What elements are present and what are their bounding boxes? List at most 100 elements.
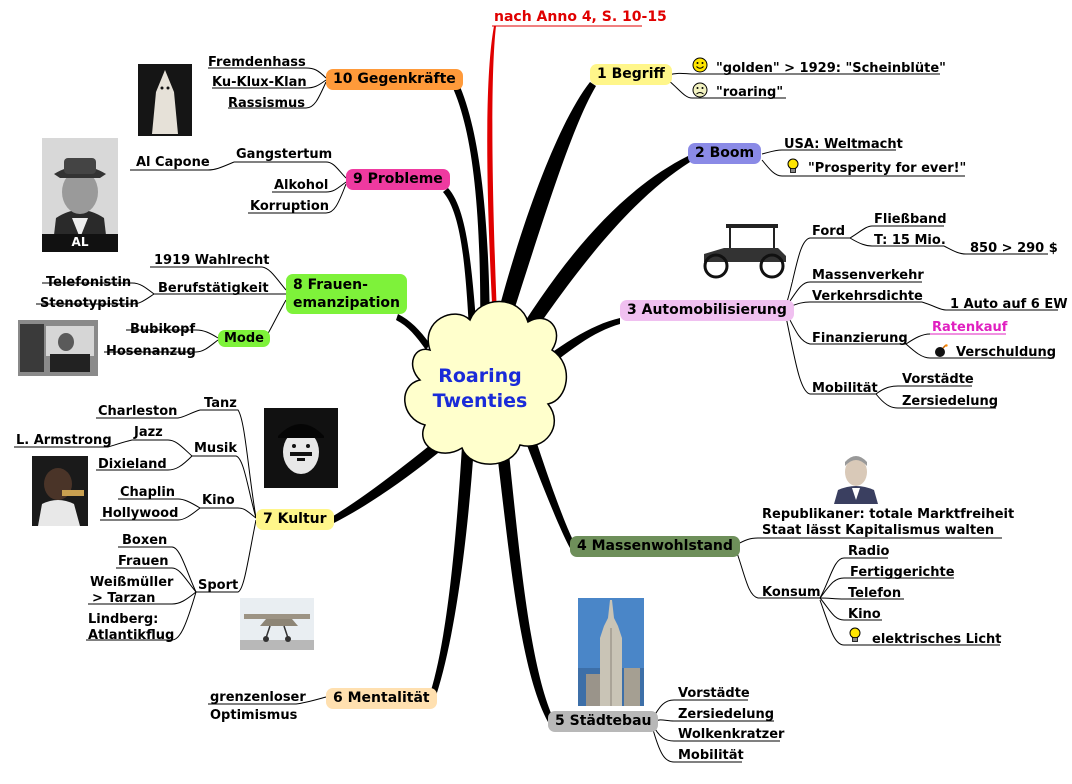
auto-fliessband: Fließband — [874, 212, 947, 227]
mode-hosenanzug: Hosenanzug — [106, 344, 196, 359]
center-line2: Twenties — [432, 390, 528, 412]
branch-1-begriff[interactable]: 1 Begriff — [590, 64, 672, 85]
switchboard-photo — [18, 320, 98, 376]
auto-ratenkauf: Ratenkauf — [932, 320, 1008, 335]
probleme-al-capone: Al Capone — [136, 155, 210, 170]
konsum-telefon: Telefon — [848, 586, 902, 601]
konsum-elektrisches-licht: elektrisches Licht — [872, 632, 1002, 647]
source-note[interactable]: nach Anno 4, S. 10-15 — [494, 9, 667, 25]
konsum-kino: Kino — [848, 607, 881, 622]
branch-begriff — [488, 82, 596, 354]
auto-vorstaedte: Vorstädte — [902, 372, 974, 387]
frown-icon — [692, 82, 708, 98]
probleme-korruption: Korruption — [250, 199, 330, 214]
staedte-mobilitaet: Mobilität — [678, 748, 744, 763]
kultur-tanz: Tanz — [204, 396, 237, 411]
frauen-telefonistin: Telefonistin — [46, 275, 132, 290]
kultur-atlantikflug: Atlantikflug — [88, 628, 175, 643]
branch-mental — [428, 446, 474, 702]
mode-bubikopf: Bubikopf — [130, 322, 196, 337]
boom-weltmacht: USA: Weltmacht — [784, 137, 903, 152]
kultur-lindberg: Lindberg: — [88, 612, 159, 627]
gegen-ku-klux-klan: Ku-Klux-Klan — [212, 75, 307, 90]
frauen-berufstaetigkeit: Berufstätigkeit — [158, 281, 269, 296]
center-line1: Roaring — [438, 365, 522, 387]
republican-portrait-photo — [832, 452, 880, 504]
frauen-label-line2: emanzipation — [293, 295, 400, 311]
connector-lines — [14, 67, 1058, 763]
branch-9-probleme[interactable]: 9 Probleme — [346, 169, 450, 190]
frauen-label-line1: 8 Frauen- — [293, 277, 368, 293]
kultur-tarzan: > Tarzan — [92, 591, 156, 606]
source-note-line — [487, 26, 498, 340]
auto-zersiedelung: Zersiedelung — [902, 394, 999, 409]
mental-optimismus: Optimismus — [210, 708, 298, 723]
konsum-fertiggerichte: Fertiggerichte — [850, 565, 955, 580]
center-topic[interactable]: Roaring Twenties — [400, 364, 560, 414]
branch-staedte — [496, 444, 554, 722]
kultur-hollywood: Hollywood — [102, 506, 179, 521]
al-capone-photo: AL CAPONE — [42, 138, 118, 252]
branch-kultur — [330, 432, 454, 524]
chaplin-photo — [264, 408, 338, 488]
kultur-charleston: Charleston — [98, 404, 178, 419]
ford-car-photo — [696, 218, 792, 282]
branch-8-frauenemanzipation[interactable]: 8 Frauen- emanzipation — [286, 274, 407, 314]
kultur-sport: Sport — [198, 578, 239, 593]
auto-t15: T: 15 Mio. — [874, 233, 946, 248]
auto-verschuldung: Verschuldung — [956, 345, 1057, 360]
branch-frauen — [396, 314, 430, 350]
kultur-dixieland: Dixieland — [98, 457, 167, 472]
frauen-wahlrecht: 1919 Wahlrecht — [154, 253, 270, 268]
branch-4-massenwohlstand[interactable]: 4 Massenwohlstand — [570, 536, 740, 557]
branch-probleme — [443, 188, 478, 348]
staedte-wolkenkratzer: Wolkenkratzer — [678, 727, 785, 742]
auto-verkehrsdichte: Verkehrsdichte — [812, 289, 923, 304]
gegen-rassismus: Rassismus — [228, 96, 305, 111]
armstrong-photo — [32, 456, 88, 526]
skyscraper-photo — [578, 598, 644, 706]
branch-7-kultur[interactable]: 7 Kultur — [256, 509, 334, 530]
mental-grenzenloser: grenzenloser — [210, 690, 306, 705]
auto-massenverkehr: Massenverkehr — [812, 268, 924, 283]
frauen-stenotypistin: Stenotypistin — [40, 296, 139, 311]
konsum-radio: Radio — [848, 544, 890, 559]
bomb-icon — [935, 344, 948, 357]
kultur-frauen: Frauen — [118, 554, 169, 569]
branch-6-mentalitaet[interactable]: 6 Mentalität — [326, 688, 437, 709]
staedte-vorstaedte: Vorstädte — [678, 686, 750, 701]
kultur-kino: Kino — [202, 493, 235, 508]
kultur-armstrong: L. Armstrong — [16, 433, 112, 448]
auto-mobilitaet: Mobilität — [812, 381, 878, 396]
auto-price: 850 > 290 $ — [970, 241, 1058, 256]
begriff-golden: "golden" > 1929: "Scheinblüte" — [716, 61, 946, 76]
probleme-gangstertum: Gangstertum — [236, 147, 333, 162]
kultur-boxen: Boxen — [122, 533, 168, 548]
auto-1-auto-6-ew: 1 Auto auf 6 EW — [950, 297, 1068, 312]
massen-konsum: Konsum — [762, 585, 821, 600]
kultur-weissmueller: Weißmüller — [90, 575, 174, 590]
frauen-mode[interactable]: Mode — [218, 330, 270, 347]
auto-finanzierung: Finanzierung — [812, 331, 908, 346]
massen-staat: Staat lässt Kapitalismus walten — [762, 523, 995, 538]
auto-ford: Ford — [812, 224, 846, 239]
kultur-jazz: Jazz — [134, 425, 163, 440]
massen-republikaner: Republikaner: totale Marktfreiheit — [762, 507, 1015, 522]
branch-gegen — [452, 82, 490, 350]
boom-prosperity: "Prosperity for ever!" — [808, 161, 967, 176]
gegen-fremdenhass: Fremdenhass — [208, 55, 306, 70]
smile-icon — [692, 57, 708, 73]
probleme-alkohol: Alkohol — [274, 178, 329, 193]
airplane-photo — [240, 598, 314, 650]
ku-klux-klan-photo — [138, 64, 192, 136]
center-cloud — [404, 300, 568, 465]
branch-3-automobilisierung[interactable]: 3 Automobilisierung — [620, 300, 794, 321]
branch-10-gegenkraefte[interactable]: 10 Gegenkräfte — [326, 69, 463, 90]
al-capone-caption: AL CAPONE — [42, 234, 118, 252]
lightbulb-icon — [787, 158, 799, 173]
branch-5-staedtebau[interactable]: 5 Städtebau — [548, 711, 659, 732]
kultur-chaplin: Chaplin — [120, 485, 176, 500]
kultur-musik: Musik — [194, 441, 238, 456]
branch-2-boom[interactable]: 2 Boom — [688, 143, 762, 164]
